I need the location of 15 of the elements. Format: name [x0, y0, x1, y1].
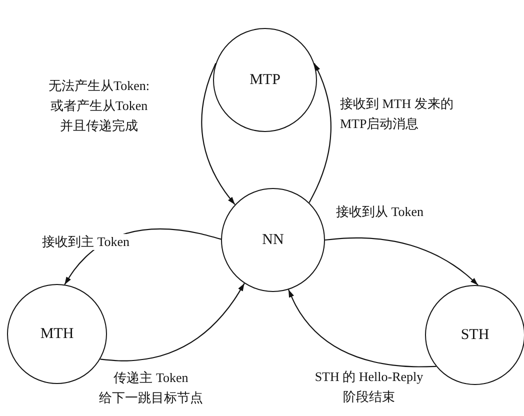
state-name: STH [460, 326, 490, 344]
state-name: NN [262, 232, 284, 248]
state-name: MTH [40, 326, 74, 342]
state-name: MTP [250, 72, 280, 88]
edge-label: 传递主 Token 给下一跳目标节点 [98, 369, 204, 408]
arrow [308, 63, 332, 203]
arrow [201, 63, 236, 205]
arrow [288, 289, 436, 368]
arrow [100, 283, 245, 362]
edge-label: STH 的 Hello-Reply 阶段结束 [314, 368, 424, 406]
edge-label: 接收到从 Token [336, 203, 425, 221]
edge-label: 无法产生从Token:或者产生从Token并且传递完成 [48, 77, 150, 136]
arrow [324, 237, 478, 286]
edge-label: 接收到 MTH 发来的 MTP启动消息 [340, 95, 454, 134]
edge-label: 接收到主 Token [42, 234, 130, 250]
